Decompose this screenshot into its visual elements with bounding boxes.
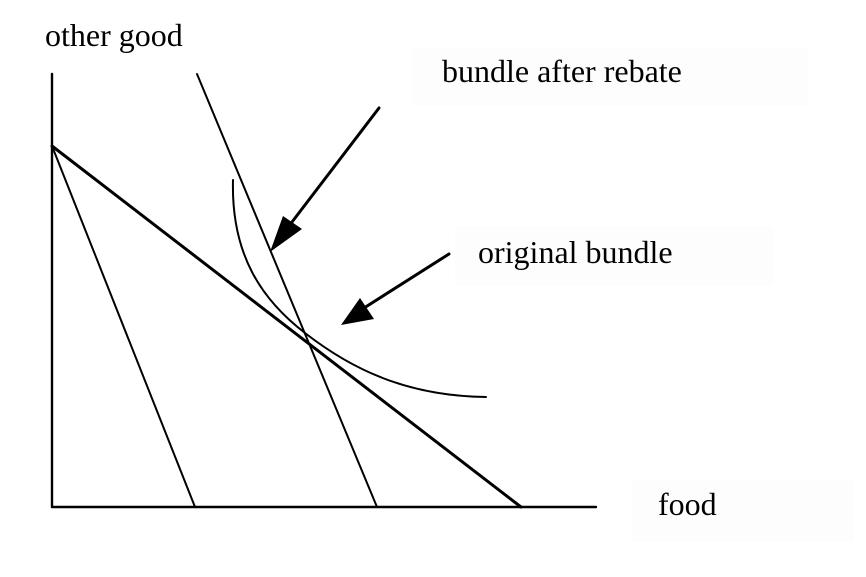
y-axis-label: other good xyxy=(45,17,183,53)
label-plate-food xyxy=(632,480,854,542)
original-budget-line xyxy=(50,144,523,509)
arrow-original-shaft xyxy=(362,252,451,310)
original-bundle-label: original bundle xyxy=(478,234,673,270)
label-plate-after-rebate xyxy=(412,48,808,106)
arrow-after-rebate-shaft xyxy=(290,106,381,224)
x-axis-label: food xyxy=(658,486,717,522)
arrow-after-rebate-head xyxy=(270,216,302,252)
arrow-original-head xyxy=(341,298,374,325)
label-plate-original xyxy=(455,226,773,286)
steep-budget-line xyxy=(51,145,196,508)
after-rebate-label: bundle after rebate xyxy=(442,53,682,89)
indifference-curve xyxy=(231,179,487,398)
rebate-budget-line xyxy=(196,73,378,508)
